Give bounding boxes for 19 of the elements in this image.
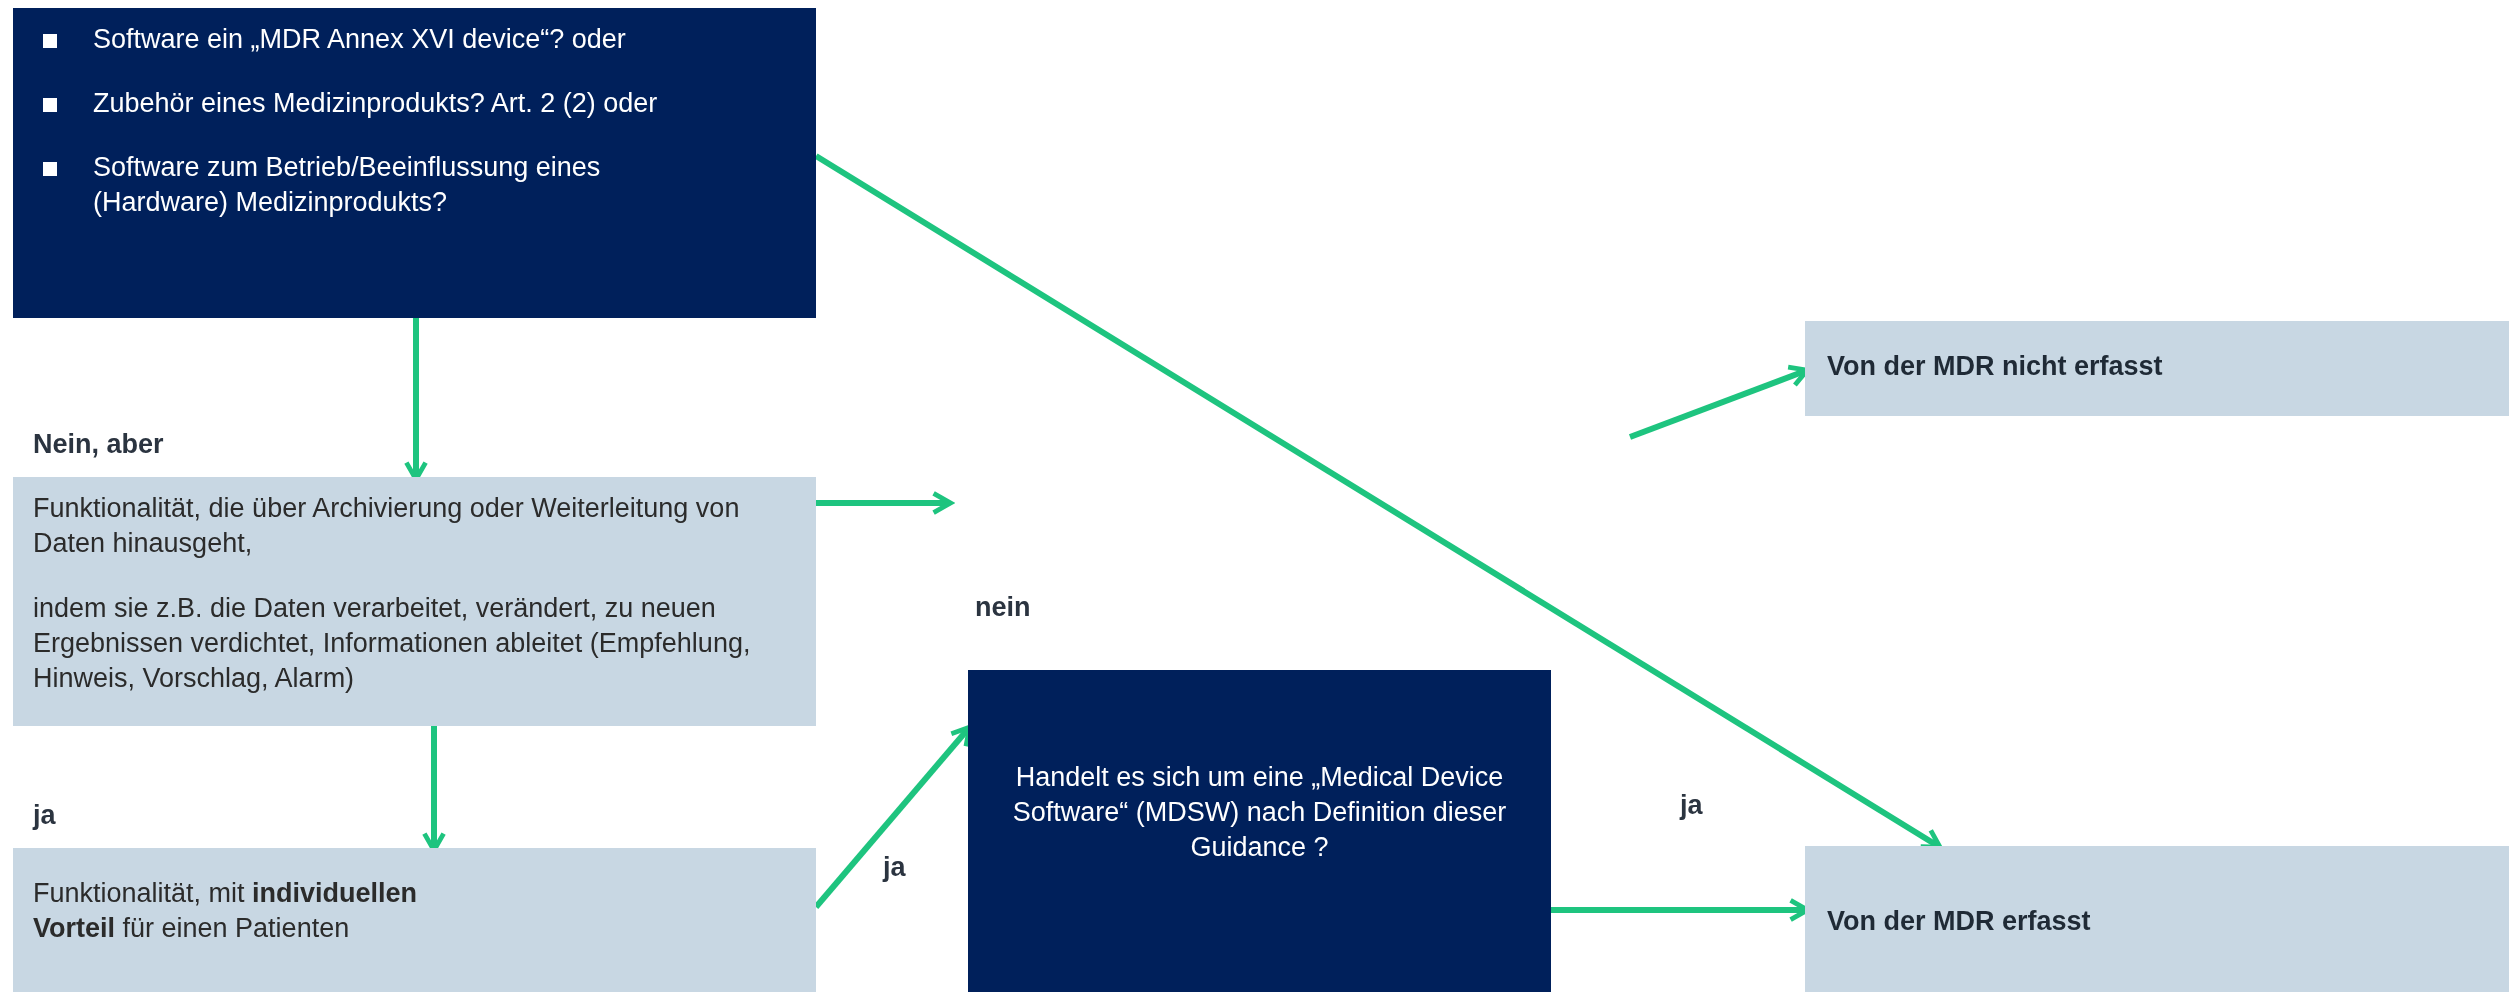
arrow <box>816 491 953 515</box>
question-box <box>13 8 816 318</box>
branch-label: nein <box>975 592 1031 623</box>
edge-label: ja <box>883 852 906 883</box>
result-text: Von der MDR erfasst <box>1827 905 2091 938</box>
question-text: Zubehör eines Medizinprodukts? Art. 2 (2) oder <box>93 87 659 120</box>
question-text: Software ein „MDR Annex XVI device“? oder <box>93 23 627 56</box>
description-text: Funktionalität, mit individuellen Vorteil für einen Patienten <box>33 877 419 946</box>
process-box <box>1805 321 2509 416</box>
result-text: Von der MDR nicht erfasst <box>1827 350 2163 383</box>
branch-label: ja <box>33 799 56 832</box>
question-box <box>968 670 1551 992</box>
process-box <box>1805 846 2509 992</box>
edge-label: ja <box>1680 790 1703 821</box>
branch-label: Nein, aber <box>33 428 164 461</box>
question-text: Software zum Betrieb/Beeinflussung eines (Hardware) Medizinprodukts? <box>93 151 602 220</box>
question-text: Handelt es sich um eine „Medical Device Software“ (MDSW) nach Definition dieser Guidance ? <box>1011 761 1508 865</box>
description-text: indem sie z.B. die Daten verarbeitet, verändert, zu neuen Ergebnissen verdichtet, Informationen ableitet (Empfehlung, Hinweis, Vorschlag, Alarm) <box>33 592 752 696</box>
description-text: Funktionalität, die über Archivierung oder Weiterleitung von Daten hinausgeht, <box>33 492 741 561</box>
